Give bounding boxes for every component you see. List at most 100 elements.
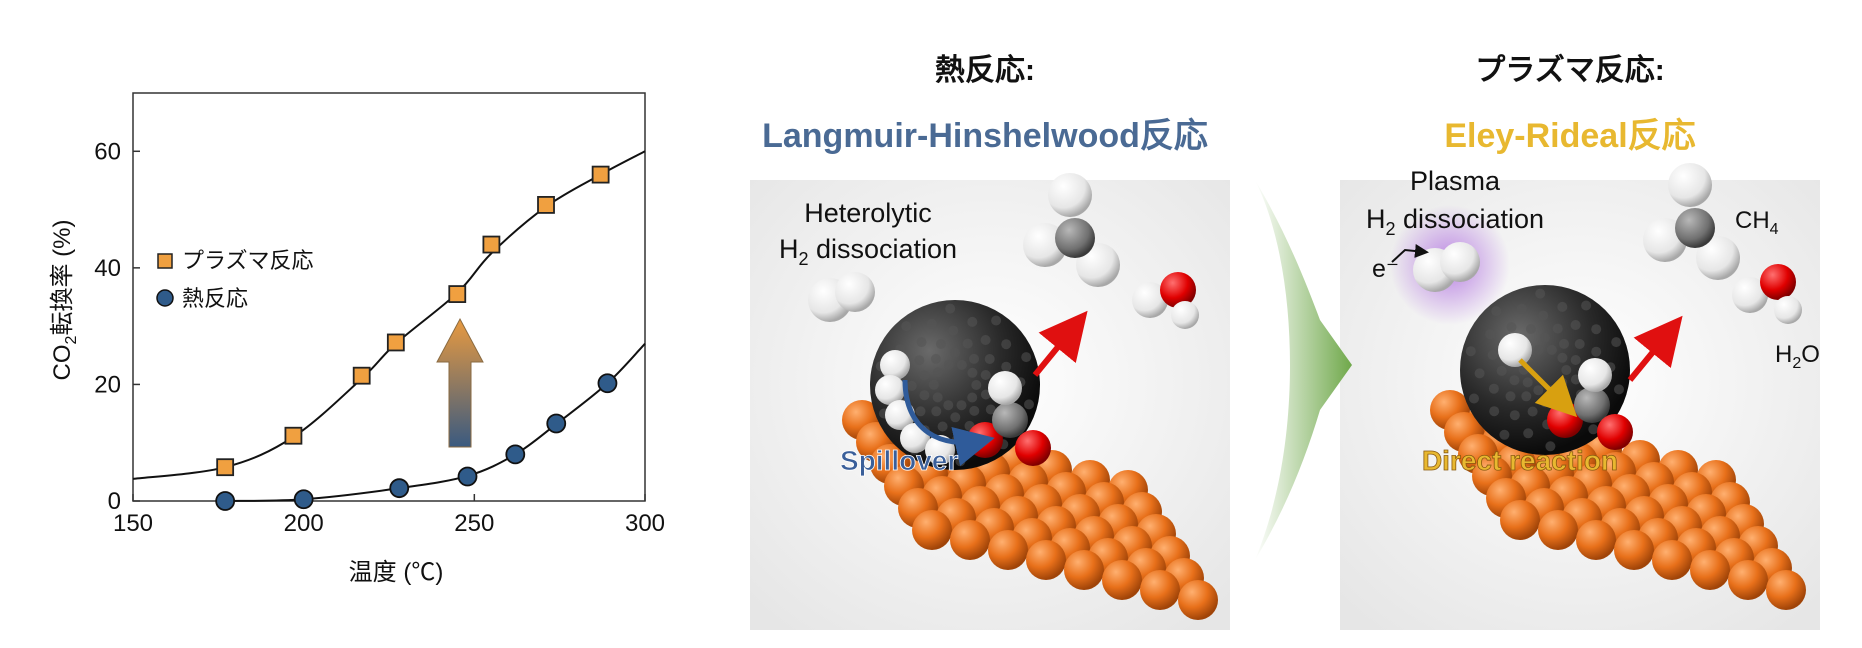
- support-atom: [1766, 570, 1806, 610]
- mechanism-scheme: 熱反応: Langmuir-Hinshelwood反応 プラズマ反応: Eley…: [750, 53, 1820, 630]
- thermal-label-heterolytic: Heterolytic: [804, 198, 932, 228]
- plasma-title: プラズマ反応:: [1475, 53, 1664, 87]
- particle-atom: [932, 367, 943, 378]
- particle-atom: [1509, 410, 1520, 421]
- transition-arrow: [1255, 180, 1352, 560]
- data-markers: [215, 165, 618, 511]
- support-atom: [1178, 580, 1218, 620]
- particle-atom: [1591, 346, 1602, 357]
- particle-atom: [919, 390, 930, 401]
- particle-atom: [1001, 361, 1012, 372]
- particle-atom: [991, 315, 1002, 326]
- particle-atom: [1557, 301, 1568, 312]
- direct-reaction-label: Direct reaction: [1422, 445, 1618, 476]
- plasma-h2-molecule: [1413, 242, 1480, 292]
- support-atom: [912, 510, 952, 550]
- particle-atom: [1525, 324, 1536, 334]
- particle-atom: [980, 389, 991, 400]
- particle-atom: [915, 406, 926, 417]
- particle-atom: [1024, 399, 1034, 410]
- particle-atom: [985, 404, 996, 415]
- particle-atom: [950, 412, 961, 423]
- particle-atom: [1505, 391, 1516, 402]
- particle-atom: [969, 405, 980, 416]
- particle-atom: [932, 392, 943, 403]
- plasma-h2o-molecule: [1732, 264, 1802, 324]
- y-tick-label: 60: [94, 138, 121, 165]
- particle-atom: [1533, 385, 1544, 396]
- support-atom: [988, 530, 1028, 570]
- legend-circle-marker: [156, 289, 174, 307]
- thermal-label-dissociation: H2 dissociation: [779, 234, 957, 269]
- plot-frame: [132, 92, 646, 502]
- data-point-circle: [215, 491, 236, 511]
- x-tick-label: 250: [454, 510, 494, 537]
- thermal-mechanism: Langmuir-Hinshelwood反応: [762, 117, 1208, 155]
- support-atom: [1102, 560, 1142, 600]
- thermal-ch4-molecule: [1023, 173, 1120, 287]
- support-atom: [950, 520, 990, 560]
- particle-atom: [919, 370, 930, 381]
- particle-atom: [980, 335, 991, 345]
- plasma-adsorbed-h: [1498, 333, 1532, 367]
- spillover-arrow: [902, 379, 995, 467]
- particle-atom: [967, 392, 978, 403]
- particle-atom: [1545, 441, 1556, 452]
- thermal-product-arrow: [1032, 310, 1088, 377]
- particle-atom: [956, 359, 967, 370]
- fit-curve: [225, 342, 646, 502]
- particle-atom: [1527, 406, 1538, 417]
- particle-atom: [914, 355, 925, 366]
- data-point-circle: [293, 489, 314, 510]
- particle-atom: [1561, 365, 1572, 375]
- data-point-square: [352, 366, 371, 385]
- particle-atom: [948, 325, 959, 336]
- particle-atom: [1516, 303, 1527, 314]
- support-atom: [1728, 560, 1768, 600]
- particle-atom: [1488, 383, 1499, 394]
- data-point-square: [537, 196, 555, 214]
- particle-atom: [1489, 406, 1500, 417]
- particle-atom: [1614, 384, 1624, 395]
- fit-curve: [132, 150, 646, 480]
- particle-atom: [945, 303, 956, 314]
- particle-atom: [926, 318, 937, 329]
- y-axis-label: CO2転換率 (%): [49, 220, 80, 381]
- particle-atom: [1552, 323, 1563, 334]
- particle-atom: [916, 337, 927, 348]
- particle-atom: [1491, 306, 1502, 317]
- particle-atom: [984, 354, 995, 364]
- particle-atom: [1021, 352, 1032, 363]
- particle-atom: [1465, 346, 1476, 357]
- spillover-label: Spillover: [840, 445, 958, 476]
- particle-atom: [949, 347, 960, 358]
- particle-atom: [1570, 355, 1581, 365]
- particle-atom: [969, 353, 979, 364]
- particle-atom: [937, 421, 948, 432]
- data-point-circle: [597, 373, 618, 394]
- particle-atom: [1581, 300, 1592, 311]
- particle-atom: [1496, 365, 1507, 376]
- support-atom: [1064, 550, 1104, 590]
- plasma-ch4-molecule: [1643, 163, 1740, 280]
- support-atom: [1500, 500, 1540, 540]
- particle-atom: [928, 379, 939, 390]
- particle-atom: [1574, 339, 1585, 349]
- particle-atom: [1570, 320, 1581, 330]
- plasma-label-dissociation: H2 dissociation: [1366, 204, 1544, 239]
- support-atom: [1614, 530, 1654, 570]
- particle-atom: [931, 406, 942, 417]
- y-tick-label: 20: [94, 371, 121, 398]
- particle-atom: [901, 321, 912, 332]
- particle-atom: [935, 339, 946, 349]
- h2o-label: H2O: [1775, 341, 1820, 372]
- support-atom: [1026, 540, 1066, 580]
- enhancement-arrow: [436, 317, 484, 448]
- particle-atom: [1611, 337, 1622, 348]
- support-atom: [1538, 510, 1578, 550]
- ch4-label: CH4: [1735, 207, 1779, 238]
- particle-atom: [1487, 350, 1498, 360]
